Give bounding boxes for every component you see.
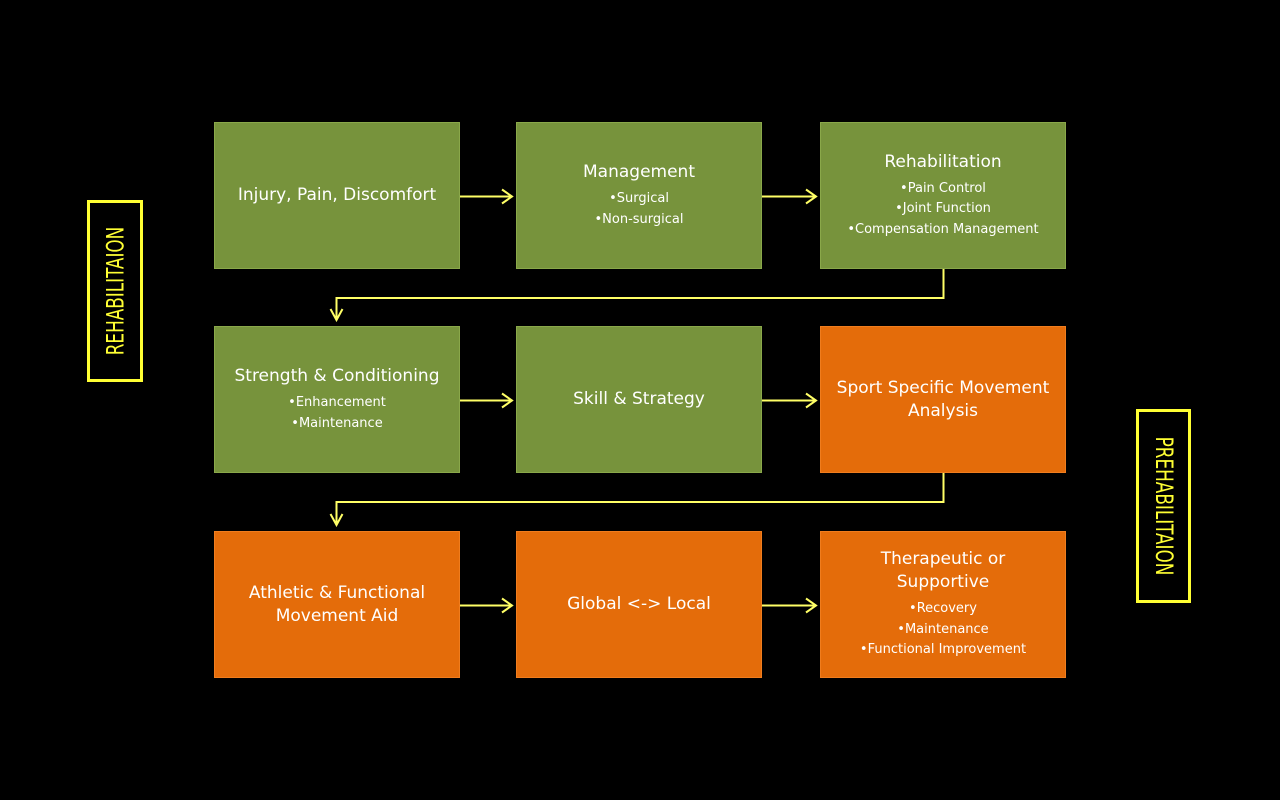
box-title: Injury, Pain, Discomfort (237, 185, 437, 205)
box-bullets: Pain Control Joint Function Compensation… (847, 179, 1039, 241)
box-title: Skill & Strategy (573, 389, 705, 409)
arrow-head-icon (501, 392, 514, 409)
box-sport-specific-movement-analysis: Sport Specific Movement Analysis (820, 326, 1066, 473)
bullet-item: Compensation Management (847, 220, 1039, 241)
box-therapeutic-supportive: Therapeutic or Supportive Recovery Maint… (820, 531, 1066, 678)
box-title: Management (583, 162, 695, 182)
arrow-head-icon (329, 513, 344, 528)
box-title: Global <-> Local (567, 594, 711, 614)
box-title: Rehabilitation (884, 151, 1002, 172)
rehabilitation-side-label: REHABILITAION (87, 200, 143, 382)
bullet-item: Surgical (595, 189, 684, 210)
bullet-item: Non-surgical (595, 210, 683, 231)
prehabilitation-side-label: PREHABILITAION (1136, 409, 1191, 603)
arrow-head-icon (501, 597, 514, 614)
box-title: Strength & Conditioning (234, 366, 440, 386)
box-title: Sport Specific Movement Analysis (836, 377, 1050, 421)
bullet-item: Functional Improvement (860, 640, 1026, 661)
box-bullets: Surgical Non-surgical (595, 189, 684, 231)
rehabilitation-label-text: REHABILITAION (101, 226, 129, 356)
box-strength-conditioning: Strength & Conditioning Enhancement Main… (214, 326, 460, 473)
bullet-item: Pain Control (847, 179, 1038, 200)
bullet-item: Maintenance (860, 620, 1026, 641)
elbow-connector-line (335, 473, 945, 525)
box-bullets: Enhancement Maintenance (288, 393, 386, 434)
arrow-head-icon (805, 597, 818, 614)
elbow-connector-line (335, 269, 945, 320)
box-rehabilitation: Rehabilitation Pain Control Joint Functi… (820, 122, 1066, 269)
box-title: Therapeutic or Supportive (880, 549, 1006, 593)
arrow-head-icon (805, 188, 818, 205)
bullet-item: Recovery (860, 599, 1026, 620)
arrow-head-icon (501, 188, 514, 205)
bullet-item: Maintenance (288, 414, 386, 435)
box-management: Management Surgical Non-surgical (516, 122, 762, 269)
box-global-local: Global <-> Local (516, 531, 762, 678)
box-skill-strategy: Skill & Strategy (516, 326, 762, 473)
bullet-item: Enhancement (288, 393, 386, 414)
bullet-item: Joint Function (847, 199, 1038, 220)
prehabilitation-label-text: PREHABILITAION (1149, 436, 1178, 576)
box-athletic-functional-movement-aid: Athletic & Functional Movement Aid (214, 531, 460, 678)
arrow-head-icon (329, 308, 344, 323)
box-injury-pain-discomfort: Injury, Pain, Discomfort (214, 122, 460, 269)
box-bullets: Recovery Maintenance Functional Improvem… (860, 599, 1026, 661)
arrow-head-icon (805, 392, 818, 409)
box-title: Athletic & Functional Movement Aid (248, 582, 426, 626)
